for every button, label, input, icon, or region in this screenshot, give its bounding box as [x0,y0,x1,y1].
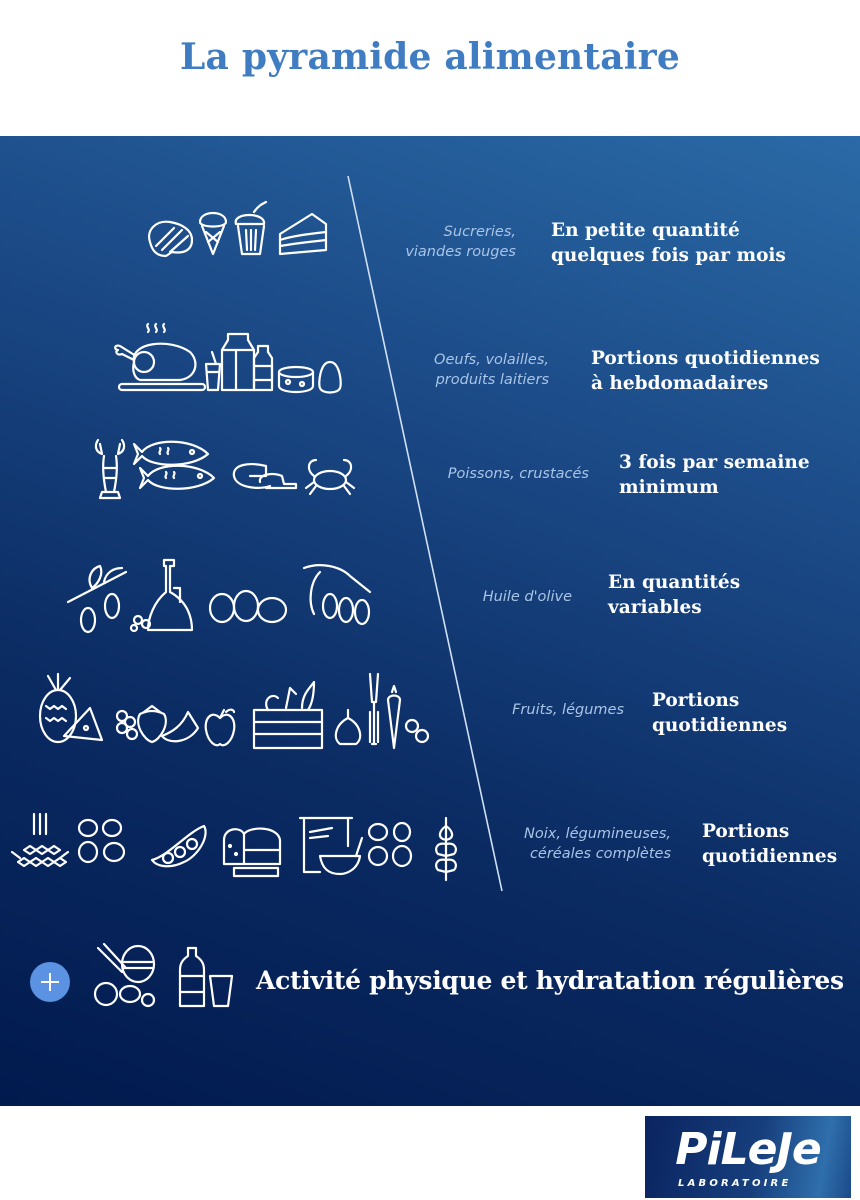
tier-2-category: Oeufs, volailles, produits laitiers [434,350,549,390]
strawberry-icon [137,704,167,744]
category-line: Noix, légumineuses, [524,826,671,842]
oil-bottle-icon [129,558,194,633]
apple-icon [204,708,236,747]
category-line: produits laitiers [435,372,549,388]
lobster-icon [94,438,126,500]
steak-icon [148,220,194,258]
olive-branch-icon [66,564,128,634]
roast-chicken-icon [114,322,207,392]
cupcake-icon [234,200,268,256]
pileje-logo: PiLeJe LABORATOIRE [645,1116,851,1198]
onion-icon [334,708,362,746]
tier-2-icons [108,316,358,416]
water-bottle-icon [178,946,206,1008]
milk-carton-icon [220,332,256,392]
frequency-line: quelques fois par mois [551,245,786,266]
tier-6-icons [8,806,478,906]
shrimp-icon [232,463,298,490]
pineapple-icon [38,672,78,744]
frequency-line: En petite quantité [551,220,740,241]
tier-1-icons [140,196,340,296]
watermelon-icon [62,706,104,742]
sports-balls-icon [93,942,156,1008]
soybean-pod-icon [150,824,207,868]
frequency-line: Portions [702,821,790,842]
tier-4-frequency: En quantités variables [608,570,740,620]
nuts-icon-2 [367,821,413,868]
frequency-line: Portions [652,690,740,711]
mushroom-icon [404,718,430,744]
nuts-icon [77,818,126,864]
category-line: Poissons, crustacés [447,466,589,482]
olives-icon [208,589,288,624]
crab-icon [304,458,356,496]
pyramid-panel: Sucreries, viandes rouges En petite quan… [0,136,860,1106]
category-line: viandes rouges [405,244,516,260]
tier-6-frequency: Portions quotidiennes [702,819,837,869]
leek-icon [368,672,380,746]
tier-3-icons [88,432,368,532]
activity-icons [93,942,234,1008]
tier-4-category: Huile d'olive [483,587,572,607]
tier-row-3: Poissons, crustacés 3 fois par semaine m… [0,432,860,532]
frequency-line: 3 fois par semaine [619,452,810,473]
frequency-line: variables [608,597,702,618]
tier-1-category: Sucreries, viandes rouges [405,222,516,262]
activity-hydration-text: Activité physique et hydratation réguliè… [256,966,844,995]
frequency-line: quotidiennes [652,715,788,736]
cheese-icon [277,365,315,394]
page-title: La pyramide alimentaire [180,36,680,78]
tier-5-category: Fruits, légumes [512,700,624,720]
frequency-line: quotidiennes [702,846,838,867]
olive-sprig-icon [302,564,372,626]
frequency-line: Portions quotidiennes [591,348,820,369]
cake-slice-icon [278,212,328,256]
tier-4-icons [64,552,384,652]
cereal-bowl-icon [298,816,364,876]
tier-5-icons [34,666,444,766]
frequency-line: En quantités [608,572,741,593]
tier-row-1: Sucreries, viandes rouges En petite quan… [0,196,860,296]
category-line: céréales complètes [529,846,671,862]
tier-3-category: Poissons, crustacés [448,464,589,484]
logo-wordmark: PiLeJe [675,1124,821,1175]
frequency-line: à hebdomadaires [591,373,769,394]
tier-2-frequency: Portions quotidiennes à hebdomadaires [591,346,820,396]
tier-row-4: Huile d'olive En quantités variables [0,552,860,652]
tier-row-2: Oeufs, volailles, produits laitiers Port… [0,316,860,416]
category-line: Oeufs, volailles, [434,352,549,368]
fish-icon [132,440,216,490]
carrot-icon [386,684,402,750]
tier-row-6: Noix, légumineuses, céréales complètes P… [0,806,860,906]
logo-subtitle: LABORATOIRE [678,1178,792,1189]
category-line: Fruits, légumes [512,702,624,718]
wheat-icon [10,812,70,868]
grapes-icon [115,709,139,741]
bread-icon [222,827,282,878]
frequency-line: minimum [619,477,719,498]
egg-icon [318,360,342,394]
plus-badge-icon [30,962,70,1002]
tier-5-frequency: Portions quotidiennes [652,688,787,738]
yogurt-icon [204,350,222,392]
tier-3-frequency: 3 fois par semaine minimum [619,450,810,500]
milk-bottle-icon [252,344,274,392]
wheat-ear-icon [435,816,457,882]
tier-6-category: Noix, légumineuses, céréales complètes [524,824,671,864]
glass-icon [208,974,234,1008]
category-line: Sucreries, [443,224,516,240]
watermelon-slice-icon [160,710,200,743]
tier-row-5: Fruits, légumes Portions quotidiennes [0,666,860,766]
vegetable-crate-icon [252,680,324,750]
ice-cream-icon [198,211,228,256]
tier-1-frequency: En petite quantité quelques fois par moi… [551,218,786,268]
category-line: Huile d'olive [482,589,572,605]
